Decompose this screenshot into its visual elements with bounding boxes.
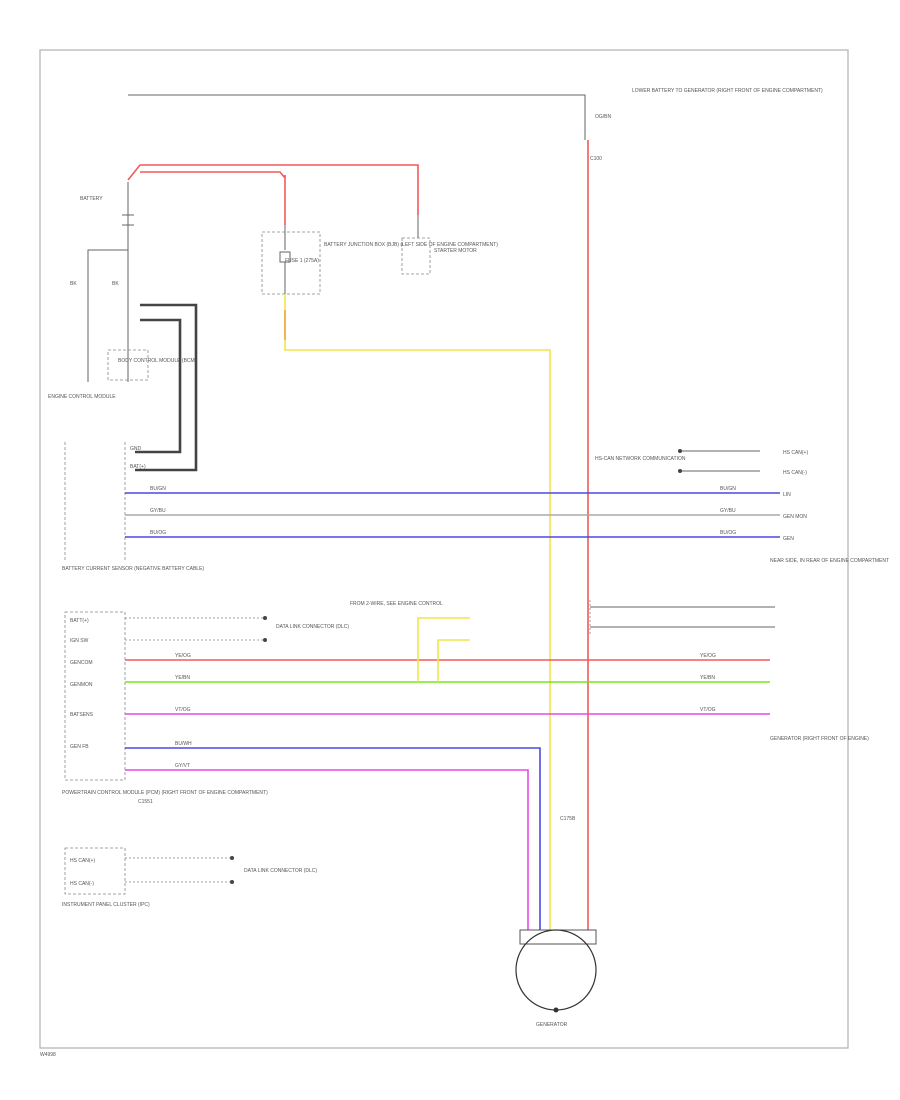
pcm-magenta-label-right: VT/OG — [700, 707, 716, 713]
sensor-pin-2: BAT(+) — [130, 464, 146, 470]
ground-wire-bk — [87, 249, 128, 382]
right-module-label: NEAR SIDE, IN REAR OF ENGINE COMPARTMENT — [770, 558, 889, 564]
pcm-pin-2: IGN SW — [70, 638, 89, 644]
pcm-pin-6: GEN FB — [70, 744, 89, 750]
ipc-pin-1: HS CAN(+) — [70, 858, 95, 864]
pcm-red-label: YE/OG — [175, 653, 191, 659]
pcm-blue-to-generator — [125, 747, 541, 930]
connector-c1: C1551 — [138, 799, 153, 805]
top-reference-wire — [128, 94, 586, 140]
pcm-red-label-right: YE/OG — [700, 653, 716, 659]
ipc-pin-2: HS CAN(-) — [70, 881, 94, 887]
pcm-pink-label: GY/VT — [175, 763, 190, 769]
pcm-pink-to-generator — [125, 769, 529, 930]
starter-label: STARTER MOTOR — [434, 248, 477, 254]
gen-sense-label: GENERATOR (RIGHT FRONT OF ENGINE) — [770, 736, 869, 742]
fuse-label: FUSE 1 (275A) — [285, 258, 319, 264]
right-pin-4: GEN MON — [783, 514, 807, 520]
bcm-ground-outline — [107, 349, 149, 381]
top-wire-label: OG/BN — [595, 114, 612, 120]
engine-control-ref: FROM 2-WIRE, SEE ENGINE CONTROL — [350, 601, 443, 607]
battery-label: BATTERY — [80, 196, 103, 202]
battery-sensor-label: BATTERY CURRENT SENSOR (NEGATIVE BATTERY… — [62, 566, 204, 572]
right-pin-5: GEN — [783, 536, 794, 542]
generator-ground — [553, 1007, 559, 1013]
ground-wire-label-1: BK — [70, 281, 77, 287]
fuse-symbol — [279, 225, 291, 294]
right-pin-3: LIN — [783, 492, 791, 498]
sensor-pin-1: GND — [130, 446, 142, 452]
battery-post — [122, 182, 134, 250]
sensor-wire-label-5: GY/BU — [720, 508, 736, 514]
pcm-green-label-right: YE/BN — [700, 675, 715, 681]
pcm-pin-4: GENMON — [70, 682, 93, 688]
ipc-label: INSTRUMENT PANEL CLUSTER (IPC) — [62, 902, 150, 908]
ipc-dot-2 — [230, 880, 234, 884]
right-pin-2: HS CAN(-) — [783, 470, 807, 476]
pcm-green-label: YE/BN — [175, 675, 190, 681]
hs-can-label: HS-CAN NETWORK COMMUNICATION — [595, 456, 686, 462]
top-reference-label: LOWER BATTERY TO GENERATOR (RIGHT FRONT … — [632, 88, 823, 94]
top-connector-label: C100 — [590, 156, 602, 162]
battery-positive-red-wire — [127, 140, 589, 930]
ipc-outline — [64, 847, 126, 895]
pcm-label: POWERTRAIN CONTROL MODULE (PCM) (RIGHT F… — [62, 790, 268, 796]
sensor-wire-label-3: BU/OG — [150, 530, 166, 536]
ipc-data-link-label: DATA LINK CONNECTOR (DLC) — [244, 868, 317, 874]
left-module-label: ENGINE CONTROL MODULE — [48, 394, 116, 400]
pcm-pin-1: BATT(+) — [70, 618, 89, 624]
generator-label: GENERATOR — [536, 1022, 568, 1028]
pcm-hscan-dot-1 — [263, 616, 267, 620]
ipc-dot-1 — [230, 856, 234, 860]
right-hscan-dot-1 — [678, 449, 682, 453]
yellow-wire-to-generator — [284, 294, 551, 930]
connector-c2: C175B — [560, 816, 576, 822]
sensor-heavy-wire-1 — [135, 303, 198, 472]
sensor-wire-label-6: BU/OG — [720, 530, 736, 536]
yellow-tap-wire — [417, 617, 470, 682]
pcm-pin-5: BATSENS — [70, 712, 94, 718]
starter-outline — [401, 237, 431, 275]
sensor-heavy-wire-2 — [135, 318, 182, 454]
pcm-hscan-dot-2 — [263, 638, 267, 642]
pcm-outline — [64, 611, 126, 781]
generator-symbol — [515, 929, 597, 1011]
battery-sensor-outline — [64, 442, 126, 560]
pcm-pin-3: GENCOM — [70, 660, 93, 666]
pcm-blue-label: BU/WH — [175, 741, 192, 747]
pcm-magenta-label: VT/OG — [175, 707, 191, 713]
footer-label: W4998 — [40, 1052, 56, 1058]
right-pin-1: HS CAN(+) — [783, 450, 808, 456]
diagram-border — [39, 49, 849, 1049]
bcm-ground-label: BODY CONTROL MODULE (BCM) — [118, 358, 197, 364]
right-hscan-dot-2 — [678, 469, 682, 473]
data-link-label: DATA LINK CONNECTOR (DLC) — [276, 624, 349, 630]
fuse-box-label: BATTERY JUNCTION BOX (BJB) (LEFT SIDE OF… — [324, 242, 498, 248]
ground-wire-label-2: BK — [112, 281, 119, 287]
sensor-wire-label-2: GY/BU — [150, 508, 166, 514]
sensor-wire-label-4: BU/GN — [720, 486, 736, 492]
sensor-wire-label-1: BU/GN — [150, 486, 166, 492]
